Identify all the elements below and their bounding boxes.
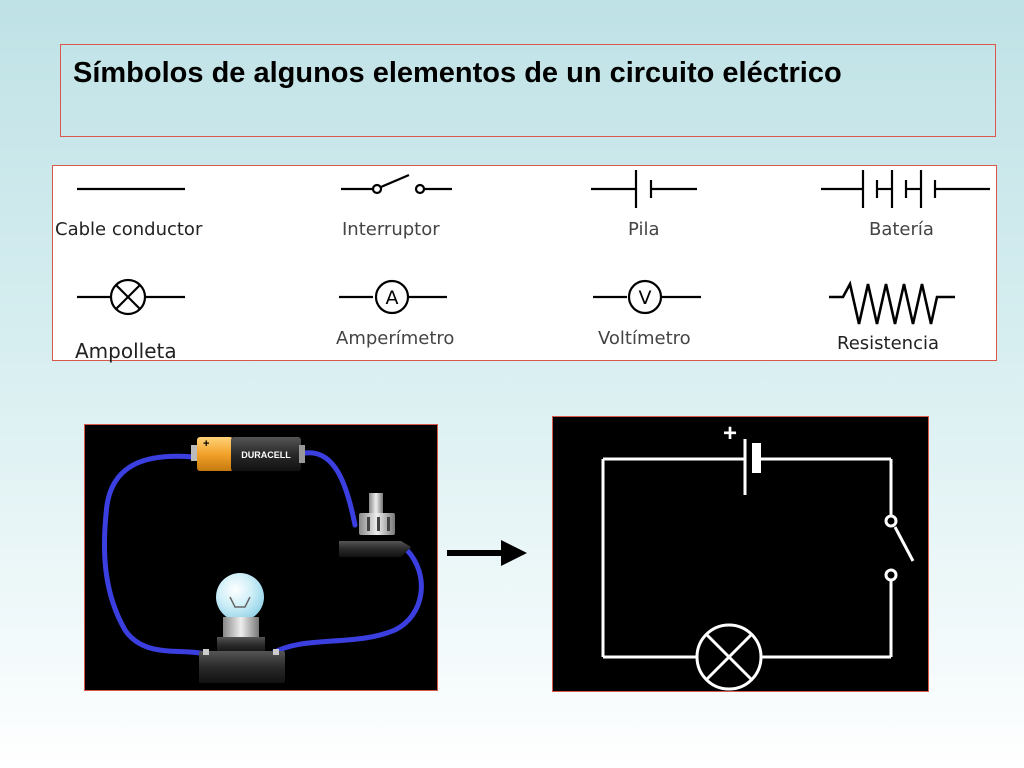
symbol-label-cell: Pila	[628, 219, 660, 240]
title-box: Símbolos de algunos elementos de un circ…	[60, 44, 996, 137]
schematic-lamp-icon	[695, 623, 763, 691]
schematic-switch-icon	[884, 514, 915, 582]
schematic-battery-icon	[743, 439, 761, 495]
symbol-label-wire: Cable conductor	[55, 219, 203, 240]
symbol-label-lamp: Ampolleta	[75, 339, 177, 363]
resistor-icon	[829, 280, 955, 325]
ammeter-letter: A	[386, 287, 399, 309]
symbol-label-resistor: Resistencia	[837, 333, 939, 354]
lamp-icon	[77, 278, 185, 316]
cell-icon	[591, 170, 697, 208]
wire-path	[101, 450, 424, 658]
schematic-battery-polarity: +	[723, 420, 737, 447]
arrow-icon	[445, 538, 529, 568]
voltmeter-icon	[593, 279, 701, 315]
bulb-image	[199, 573, 285, 683]
symbol-label-battery: Batería	[869, 219, 934, 240]
circuit-illustration-drawing: + DURACELL	[101, 437, 424, 683]
circuit-schematic: +	[552, 416, 929, 692]
page-title: Símbolos de algunos elementos de un circ…	[73, 57, 842, 89]
circuit-schematic-drawing: +	[601, 420, 915, 691]
circuit-illustration: + DURACELL	[84, 424, 438, 691]
battery-polarity-label: +	[203, 438, 209, 450]
switch-icon	[341, 173, 452, 195]
symbol-label-ammeter: Amperímetro	[336, 328, 455, 349]
battery-brand-label: DURACELL	[241, 450, 291, 460]
symbol-label-voltmeter: Voltímetro	[598, 328, 691, 349]
voltmeter-letter: V	[639, 287, 652, 309]
battery-icon	[821, 170, 990, 208]
symbol-label-switch: Interruptor	[342, 219, 440, 240]
ammeter-icon	[339, 279, 447, 315]
symbols-drawing: A V	[77, 170, 990, 325]
switch-image	[339, 493, 411, 557]
symbols-panel: A V Cable conductor Interruptor Pila Bat…	[52, 165, 997, 363]
battery-image: + DURACELL	[191, 437, 305, 471]
